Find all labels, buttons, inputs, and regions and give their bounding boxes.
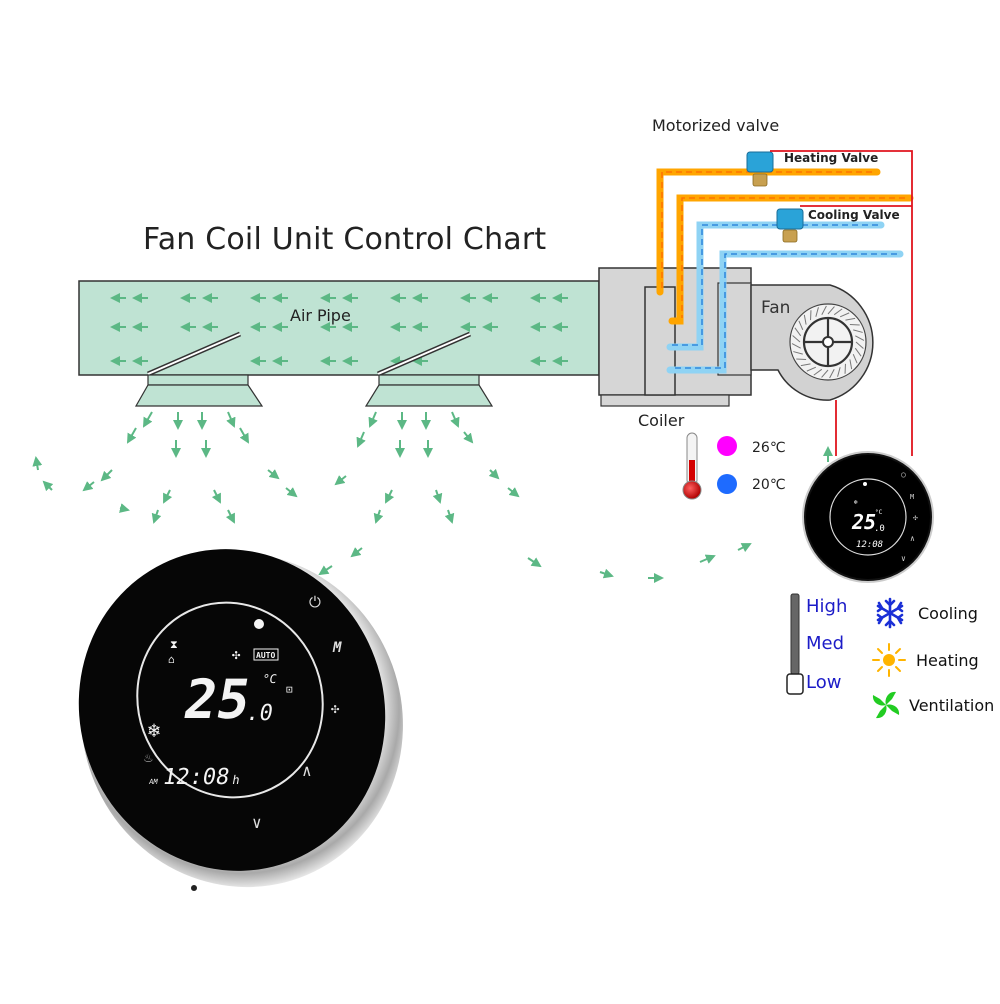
airflow-arrow bbox=[600, 572, 612, 576]
valve-indicator-icon: ⧗ bbox=[170, 638, 178, 651]
airflow-arrow bbox=[508, 488, 518, 496]
airflow-arrow bbox=[102, 470, 112, 480]
fan-wheel-icon bbox=[790, 304, 866, 380]
fan-blades-icon bbox=[873, 692, 899, 718]
power-button[interactable]: ⏻ bbox=[309, 593, 321, 611]
up-button[interactable]: ∧ bbox=[302, 761, 312, 780]
room-airflow-arrows bbox=[36, 412, 828, 578]
fan-mode-badge: AUTO bbox=[256, 651, 275, 660]
small-temp-decimal: .0 bbox=[874, 524, 885, 534]
coiler-label: Coiler bbox=[638, 411, 684, 430]
fan-speed-low[interactable]: Low bbox=[806, 672, 841, 693]
wifi-indicator-icon bbox=[254, 619, 264, 629]
small-snow-icon: ❄ bbox=[854, 499, 858, 506]
airflow-arrow bbox=[386, 490, 392, 502]
cooling-valve-label: Cooling Valve bbox=[808, 208, 900, 222]
airflow-arrow bbox=[358, 432, 364, 446]
airflow-arrow bbox=[240, 428, 248, 442]
reset-hole bbox=[191, 885, 197, 891]
small-temp-unit: °C bbox=[875, 509, 883, 516]
coil-unit bbox=[599, 268, 751, 406]
cooling-valve bbox=[777, 209, 803, 242]
airflow-arrow bbox=[36, 458, 38, 470]
mode-cooling-label: Cooling bbox=[918, 604, 978, 623]
heating-valve-label: Heating Valve bbox=[784, 151, 878, 165]
airflow-arrow bbox=[228, 412, 234, 426]
small-fan-button[interactable]: ✣ bbox=[913, 513, 918, 522]
airflow-arrow bbox=[448, 510, 452, 522]
small-up-button[interactable]: ∧ bbox=[910, 534, 915, 543]
airflow-arrow bbox=[84, 482, 94, 490]
motorized-valve-label: Motorized valve bbox=[652, 116, 779, 135]
airflow-arrow bbox=[214, 490, 220, 502]
cold-temp-dot bbox=[717, 474, 737, 494]
heating-valve bbox=[747, 152, 773, 186]
airflow-arrow bbox=[320, 566, 332, 574]
airflow-arrow bbox=[738, 544, 750, 550]
hot-temp-label: 26℃ bbox=[752, 440, 786, 456]
temp-decimal: .0 bbox=[244, 700, 275, 726]
airflow-arrow bbox=[370, 412, 376, 426]
airflow-arrow bbox=[128, 428, 136, 442]
airflow-arrow bbox=[464, 432, 472, 442]
small-power-button[interactable]: ○ bbox=[901, 470, 906, 479]
airflow-arrow bbox=[154, 510, 158, 522]
fan-label: Fan bbox=[761, 298, 790, 318]
airflow-arrow bbox=[144, 412, 152, 426]
diagram-title: Fan Coil Unit Control Chart bbox=[143, 222, 546, 257]
schedule-indicator-icon: ⌂ bbox=[168, 653, 175, 666]
thermometer-icon bbox=[683, 433, 701, 499]
am-pm-indicator: AM bbox=[148, 777, 158, 786]
small-down-button[interactable]: ∨ bbox=[901, 554, 906, 563]
airflow-arrow bbox=[120, 508, 128, 510]
airflow-arrow bbox=[164, 490, 170, 502]
airflow-arrow bbox=[490, 470, 498, 478]
airflow-arrow bbox=[268, 470, 278, 478]
airflow-arrow bbox=[376, 510, 380, 522]
lock-indicator-icon: ⊡ bbox=[286, 683, 293, 696]
fan-speed-button[interactable]: ✣ bbox=[331, 701, 340, 717]
small-temp-readout: 25 bbox=[851, 510, 876, 534]
airflow-arrow bbox=[452, 412, 458, 426]
coiler-core bbox=[645, 287, 675, 395]
fan-status-icon: ✣ bbox=[232, 647, 241, 663]
fan-speed-med[interactable]: Med bbox=[806, 633, 844, 654]
airflow-arrow bbox=[528, 558, 540, 566]
cold-temp-label: 20℃ bbox=[752, 477, 786, 493]
temp-unit: °C bbox=[261, 672, 278, 686]
fan-speed-slider[interactable] bbox=[787, 594, 803, 694]
airflow-arrow bbox=[286, 488, 296, 496]
cooling-indicator-icon: ❄ bbox=[148, 718, 160, 742]
airflow-arrow bbox=[228, 510, 234, 522]
fan-speed-high[interactable]: High bbox=[806, 596, 847, 617]
airflow-arrow bbox=[336, 476, 346, 484]
small-mode-button[interactable]: M bbox=[910, 493, 914, 501]
air-pipe bbox=[79, 281, 599, 375]
mode-ventilation-label: Ventilation bbox=[909, 696, 994, 715]
thermostat-large: 25 .0 °C 12:08 h AM AUTO ✣ ❄ ♨ ⧗ ⌂ ⊡ ⏻ M… bbox=[34, 506, 450, 933]
thermostat-small: 25 .0 °C 12:08 ○ M ✣ ∧ ∨ ❄ bbox=[803, 452, 933, 582]
down-button[interactable]: ∨ bbox=[252, 813, 262, 832]
sun-icon bbox=[873, 644, 905, 676]
mode-button[interactable]: M bbox=[332, 640, 342, 656]
snowflake-icon bbox=[878, 599, 902, 627]
air-pipe-label: Air Pipe bbox=[290, 306, 351, 325]
mode-heating-label: Heating bbox=[916, 651, 979, 670]
slider-handle[interactable] bbox=[787, 674, 803, 694]
airflow-arrow bbox=[700, 556, 714, 562]
time-readout: 12:08 bbox=[161, 764, 232, 790]
airflow-arrow bbox=[436, 490, 440, 502]
hot-temp-dot bbox=[717, 436, 737, 456]
small-time-readout: 12:08 bbox=[856, 540, 883, 550]
airflow-arrow bbox=[44, 482, 52, 490]
heating-indicator-icon: ♨ bbox=[144, 750, 152, 766]
airflow-arrow bbox=[352, 548, 362, 556]
